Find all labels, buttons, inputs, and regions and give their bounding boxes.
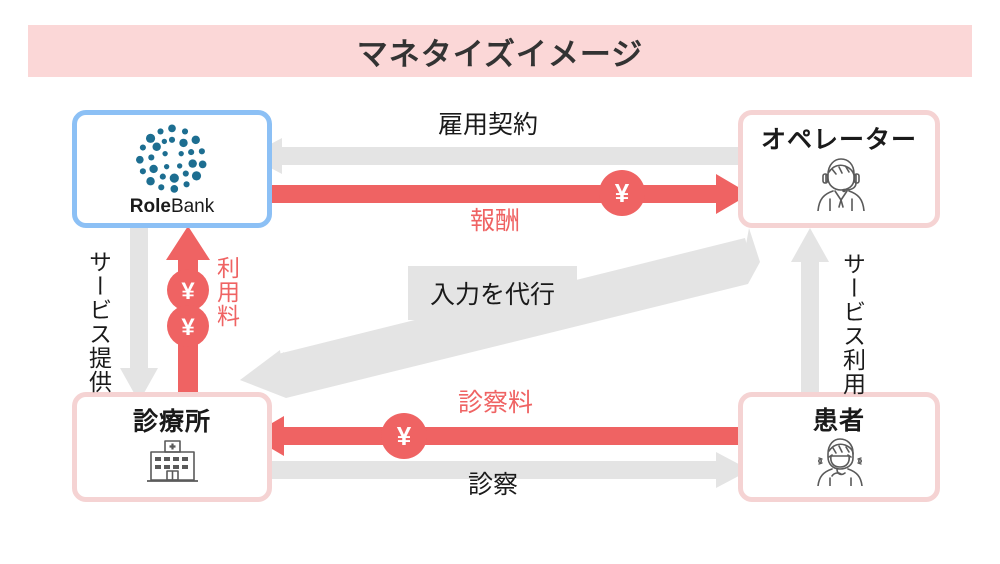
headset-person-icon xyxy=(817,157,865,211)
arrow-examination xyxy=(250,452,750,488)
node-operator[interactable]: オペレーター xyxy=(738,110,940,228)
arrow-compensation xyxy=(250,174,750,214)
arrow-service-provision xyxy=(120,226,158,402)
label-service-provision: サービス提供 xyxy=(85,250,112,394)
label-examination-fee: 診察料 xyxy=(458,389,534,417)
node-operator-label: オペレーター xyxy=(760,125,917,154)
rolebank-wordmark-light: Bank xyxy=(170,195,215,217)
label-proxy-input: 入力を代行 xyxy=(408,266,578,320)
svg-text:¥: ¥ xyxy=(181,314,195,341)
masked-patient-icon xyxy=(817,437,863,486)
label-service-use: サービス利用 xyxy=(839,252,866,396)
page-title: マネタイズイメージ xyxy=(356,36,644,72)
label-examination: 診察 xyxy=(468,471,519,499)
rolebank-wordmark-bold: Role xyxy=(129,195,171,217)
node-clinic[interactable]: 診療所 xyxy=(72,392,272,502)
label-employment-contract: 雇用契約 xyxy=(438,111,539,139)
yen-badge-compensation: ¥ xyxy=(598,169,646,217)
svg-text:¥: ¥ xyxy=(615,178,630,208)
title-banner: マネタイズイメージ xyxy=(28,25,972,77)
svg-text:¥: ¥ xyxy=(397,421,412,451)
label-compensation: 報酬 xyxy=(470,207,521,235)
yen-badge-usage-fee-2: ¥ xyxy=(166,304,210,348)
node-clinic-label: 診療所 xyxy=(132,408,211,436)
yen-badge-usage-fee-1: ¥ xyxy=(166,268,210,312)
rolebank-logo: RoleBank xyxy=(130,123,215,216)
svg-text:¥: ¥ xyxy=(181,278,195,305)
rolebank-wordmark: RoleBank xyxy=(130,197,215,216)
node-patient-label: 患者 xyxy=(812,406,865,435)
yen-badge-examination-fee: ¥ xyxy=(380,412,428,460)
arrow-employment-contract xyxy=(248,138,748,174)
clinic-building-icon xyxy=(147,440,198,482)
dot-circle-logo-icon xyxy=(136,124,207,193)
node-rolebank[interactable]: RoleBank xyxy=(72,110,272,228)
arrow-examination-fee xyxy=(250,416,750,456)
arrow-service-use xyxy=(791,228,829,396)
label-usage-fee: 利用料 xyxy=(213,256,240,328)
node-patient[interactable]: 患者 xyxy=(738,392,940,502)
